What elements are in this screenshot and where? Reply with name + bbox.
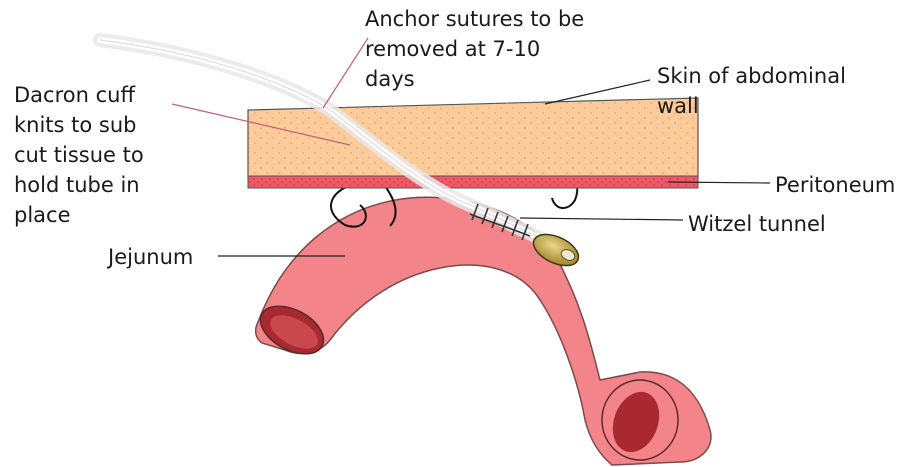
witzel-pointer: [520, 218, 683, 220]
dacron-cuff-label: Dacron cuff knits to sub cut tissue to h…: [14, 80, 244, 230]
witzel-tunnel-label: Witzel tunnel: [688, 209, 888, 239]
jejunum: [253, 197, 711, 465]
abdominal-wall: [248, 98, 698, 188]
anchor-pointer: [323, 38, 368, 108]
peritoneum-label: Peritoneum: [775, 170, 915, 200]
jejunum-label: Jejunum: [108, 242, 228, 272]
anchor-sutures-label: Anchor sutures to be removed at 7-10 day…: [365, 4, 665, 94]
skin-label: Skin of abdominal wall: [657, 61, 917, 121]
